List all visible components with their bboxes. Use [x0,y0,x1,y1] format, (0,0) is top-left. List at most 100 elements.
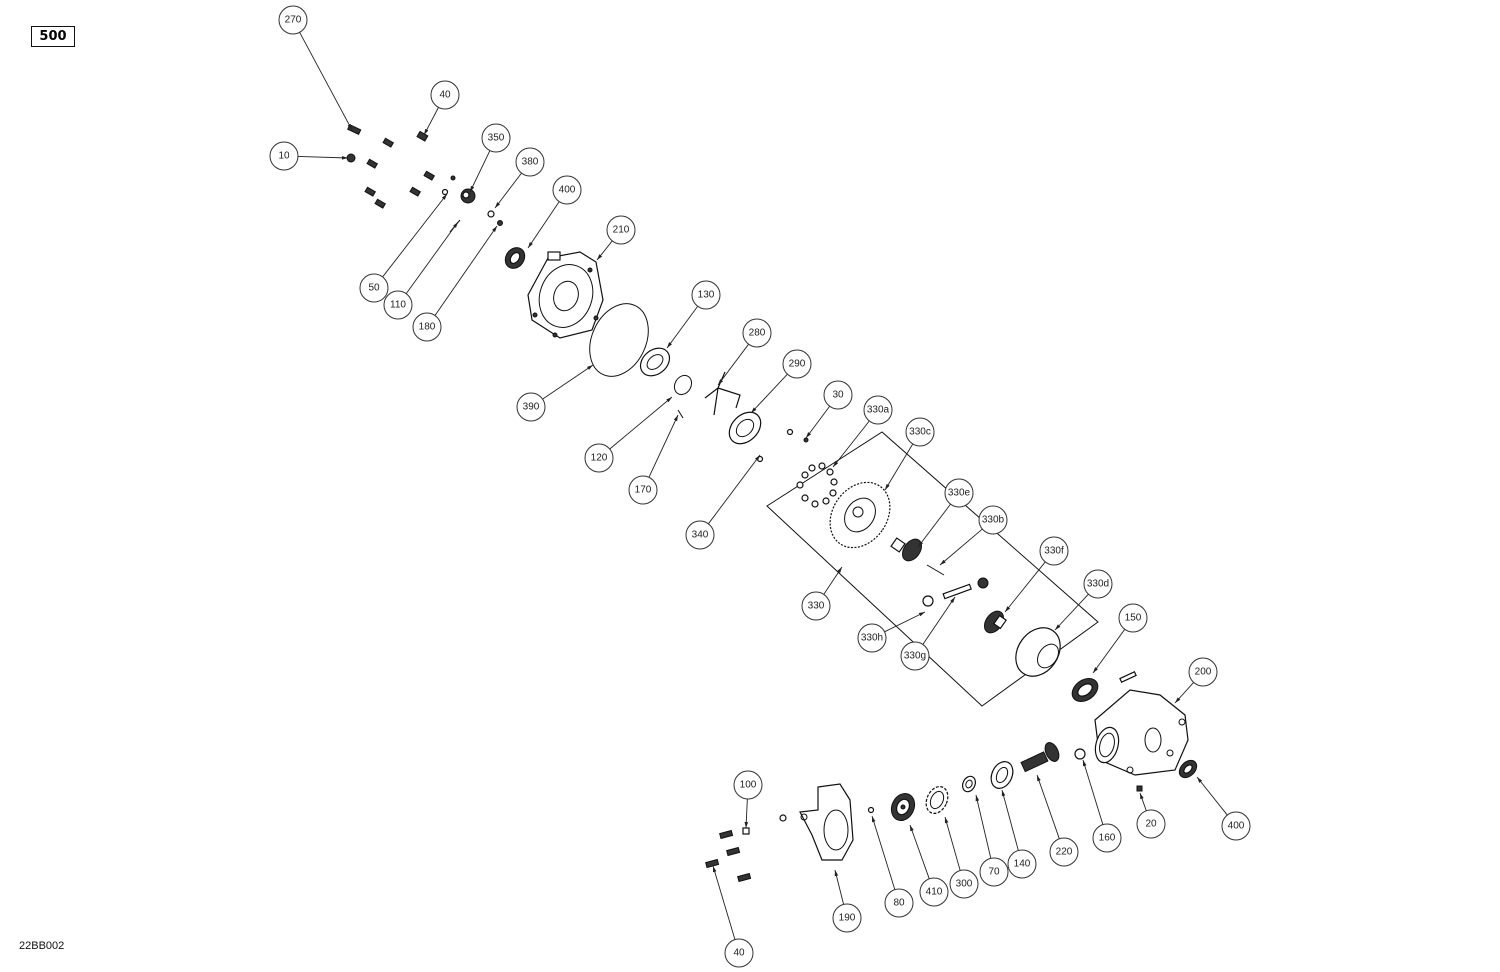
callout-330[interactable]: 330 [801,591,831,621]
leader-line [494,172,522,209]
callout-280[interactable]: 280 [742,318,772,348]
callout-circle [552,175,582,205]
part-400-top [504,247,526,269]
callout-label: 330 [808,601,825,612]
part-200-key [1119,671,1137,683]
callout-410[interactable]: 410 [919,877,949,907]
callout-340[interactable]: 340 [685,520,715,550]
callout-180[interactable]: 180 [412,312,442,342]
leader-arrow-icon [744,821,749,828]
callout-190[interactable]: 190 [832,903,862,933]
callout-330e[interactable]: 330e [944,478,974,508]
leader-arrow-icon [910,825,914,832]
callout-circle [412,312,442,342]
part-140-bearing [990,761,1014,789]
callout-circle [383,290,413,320]
leader-line [832,420,870,468]
callout-40[interactable]: 40 [724,938,754,968]
part-130-seal [639,347,671,377]
callout-circle [1118,603,1148,633]
leader-arrow-icon [597,254,603,260]
bolt-cluster-top [346,124,456,209]
leader-line [917,503,951,548]
leader-line [666,306,699,349]
callout-140[interactable]: 140 [1007,849,1037,879]
callout-circle [359,273,389,303]
callout-210[interactable]: 210 [606,215,636,245]
callout-330c[interactable]: 330c [905,417,935,447]
callout-330g[interactable]: 330g [900,641,930,671]
callout-200[interactable]: 200 [1188,657,1218,687]
page-number-badge: 500 [31,26,75,47]
callout-circle [724,938,754,968]
callout-label: 410 [926,887,943,898]
part-410-seal [890,792,916,822]
callout-label: 340 [692,530,709,541]
callout-circle [1083,569,1113,599]
part-80 [867,806,875,814]
part-330h [922,595,934,607]
callout-100[interactable]: 100 [733,770,763,800]
leader-arrow-icon [950,597,955,603]
leader-arrow-icon [806,432,812,438]
callout-170[interactable]: 170 [628,475,658,505]
leader-arrow-icon [754,455,760,461]
leader-arrow-icon [492,226,497,232]
callout-400[interactable]: 400 [1221,811,1251,841]
callout-label: 170 [635,485,652,496]
callout-label: 380 [522,157,539,168]
callout-400[interactable]: 400 [552,175,582,205]
callout-330h[interactable]: 330h [857,623,887,653]
callout-330d[interactable]: 330d [1083,569,1113,599]
callout-330b[interactable]: 330b [978,505,1008,535]
callout-80[interactable]: 80 [884,888,914,918]
leader-line [527,201,560,249]
callout-circle [919,877,949,907]
leader-arrow-icon [975,795,980,802]
callout-390[interactable]: 390 [516,392,546,422]
callout-30[interactable]: 30 [823,380,853,410]
callout-160[interactable]: 160 [1092,823,1122,853]
callout-300[interactable]: 300 [949,869,979,899]
leader-line [1004,561,1046,613]
callout-290[interactable]: 290 [782,349,812,379]
leader-arrow-icon [470,185,475,192]
callout-circle [979,857,1009,887]
callout-label: 40 [439,90,451,101]
callout-20[interactable]: 20 [1136,809,1166,839]
callout-label: 80 [893,898,905,909]
leader-arrow-icon [347,123,352,130]
callout-110[interactable]: 110 [383,290,413,320]
callout-circle [430,80,460,110]
callout-350[interactable]: 350 [481,123,511,153]
part-330c-ring-gear [829,481,891,549]
callout-label: 200 [1195,667,1212,678]
callout-10[interactable]: 10 [269,141,299,171]
leader-line [922,596,956,645]
callout-330f[interactable]: 330f [1039,536,1069,566]
callout-40[interactable]: 40 [430,80,460,110]
callout-label: 120 [591,453,608,464]
part-330e-gear [890,537,923,562]
callout-330a[interactable]: 330a [863,395,893,425]
leader-line [299,32,353,131]
callout-130[interactable]: 130 [691,280,721,310]
callout-220[interactable]: 220 [1049,837,1079,867]
callout-label: 330d [1087,579,1109,590]
leader-line [1036,774,1060,839]
leader-line [909,824,930,879]
callout-circle [584,443,614,473]
part-180 [497,220,503,226]
callout-380[interactable]: 380 [515,147,545,177]
callout-270[interactable]: 270 [278,5,308,35]
part-280-fork [704,371,741,416]
callout-70[interactable]: 70 [979,857,1009,887]
callout-50[interactable]: 50 [359,273,389,303]
callout-120[interactable]: 120 [584,443,614,473]
part-330-washer [977,577,989,589]
callout-label: 20 [1145,819,1157,830]
leader-line [1092,629,1126,674]
callout-circle [606,215,636,245]
callout-150[interactable]: 150 [1118,603,1148,633]
